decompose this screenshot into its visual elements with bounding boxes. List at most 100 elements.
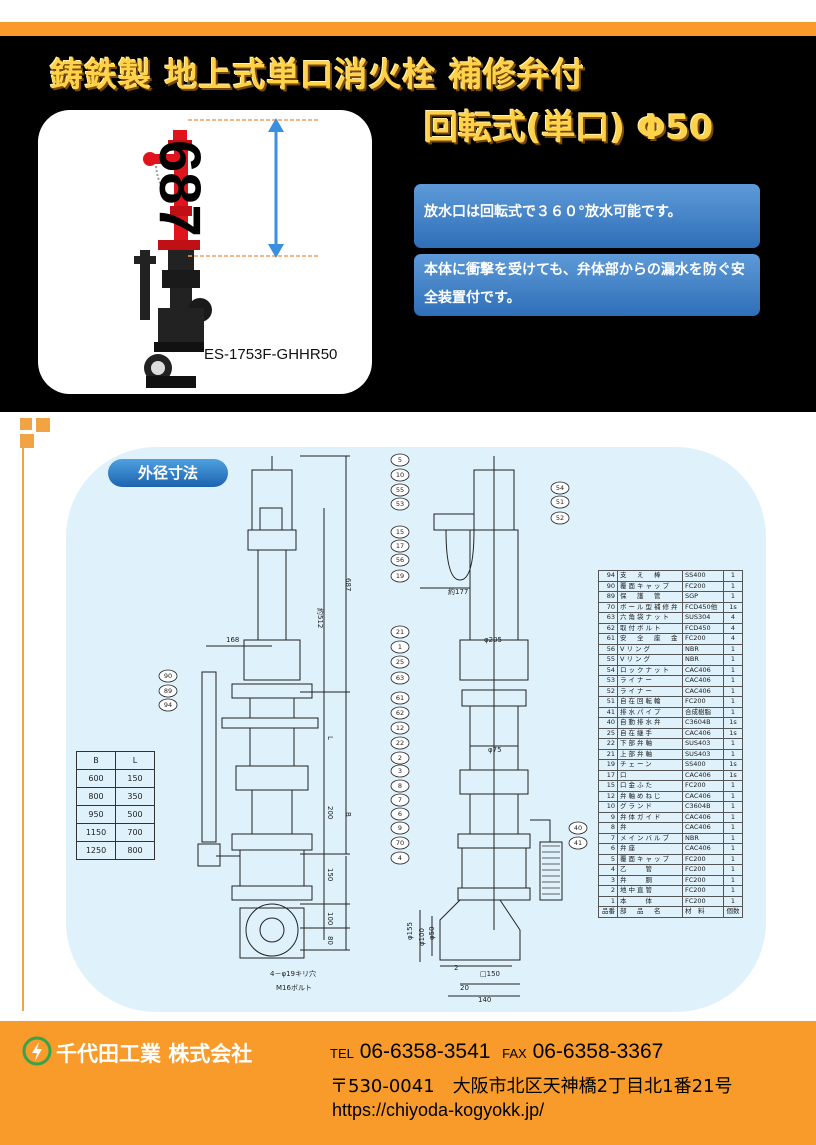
cell: 1 [723,790,743,802]
cell: 1 [723,811,743,823]
header-cell: 個数 [723,906,743,918]
cell: 1 [723,895,743,907]
cell: 41 [598,706,618,718]
cell: 1s [723,727,743,739]
cell: CAC406 [682,664,724,676]
cell: 150 [115,769,155,788]
cell: 1 [723,832,743,844]
cell: NBR [682,654,724,666]
cell: FC200 [682,580,724,592]
cell: ボール型補修弁 [617,601,683,613]
cell: 54 [598,664,618,676]
cell: 1 [723,591,743,603]
cell: 1 [723,664,743,676]
cell: SUS304 [682,612,724,624]
cell: 弁座 [617,843,683,855]
cell: 弁 胴 [617,874,683,886]
product-photo-card [38,110,372,394]
cell: 53 [598,675,618,687]
cell: 1 [723,853,743,865]
cell: C3604B [682,801,724,813]
header-cell: 品番 [598,906,618,918]
cell: 1 [723,822,743,834]
cell: 90 [598,580,618,592]
cell: 7 [598,832,618,844]
cell: FC200 [682,633,724,645]
cell: 40 [598,717,618,729]
cell: 12 [598,790,618,802]
cell: SUS403 [682,738,724,750]
cell: 19 [598,759,618,771]
cell: FCD450他 [682,601,724,613]
cell: 1 [723,801,743,813]
cell: 4 [723,622,743,634]
cell: 1 [723,580,743,592]
cell: グランド [617,801,683,813]
cell: 自在継手 [617,727,683,739]
cell: 1s [723,601,743,613]
cell: 500 [115,805,155,824]
cell: 51 [598,696,618,708]
orange-stripe [0,22,816,36]
tel-number: 06-6358-3541 [359,1040,491,1063]
cell: 94 [598,570,618,582]
cell: SS400 [682,570,724,582]
cell: 8 [598,822,618,834]
cell: 1 [598,895,618,907]
website-link[interactable]: https://chiyoda-kogyokk.jp/ [332,1100,545,1120]
cell: 1 [723,570,743,582]
cell: 1s [723,769,743,781]
table-header-row: 品番部 品 名材 料個数 [598,906,743,918]
cell: 15 [598,780,618,792]
cell: 上部弁軸 [617,748,683,760]
cell: NBR [682,643,724,655]
cell: ライナー [617,685,683,697]
cell: 1 [723,885,743,897]
company-logo-icon [22,1036,52,1066]
feature-box-2: 本体に衝撃を受けても、弁体部からの漏水を防ぐ安全装置付です。 [414,254,760,316]
corner-decoration [20,418,50,448]
fax-label: FAX [502,1046,527,1061]
title-line2: 回転式(単口) Φ50 [424,108,714,148]
hydrant-illustration [134,118,318,388]
cell: 覆面キャップ [617,853,683,865]
cell: 弁 [617,822,683,834]
cell: 1 [723,643,743,655]
cell: 地中直管 [617,885,683,897]
cell: FC200 [682,874,724,886]
cell: FC200 [682,853,724,865]
cell: 1 [723,864,743,876]
cell: SGP [682,591,724,603]
cell: 本 体 [617,895,683,907]
cell: 下部弁軸 [617,738,683,750]
cell: 1 [723,706,743,718]
fax-number: 06-6358-3367 [532,1040,664,1063]
header-cell: 部 品 名 [617,906,683,918]
cell: FC200 [682,780,724,792]
cell: 支 え 棒 [617,570,683,582]
cell: 25 [598,727,618,739]
cell: 口 [617,769,683,781]
cell: 950 [76,805,116,824]
cell: FC200 [682,895,724,907]
cell: CAC406 [682,811,724,823]
cell: 1 [723,780,743,792]
b-header: B [76,751,116,770]
